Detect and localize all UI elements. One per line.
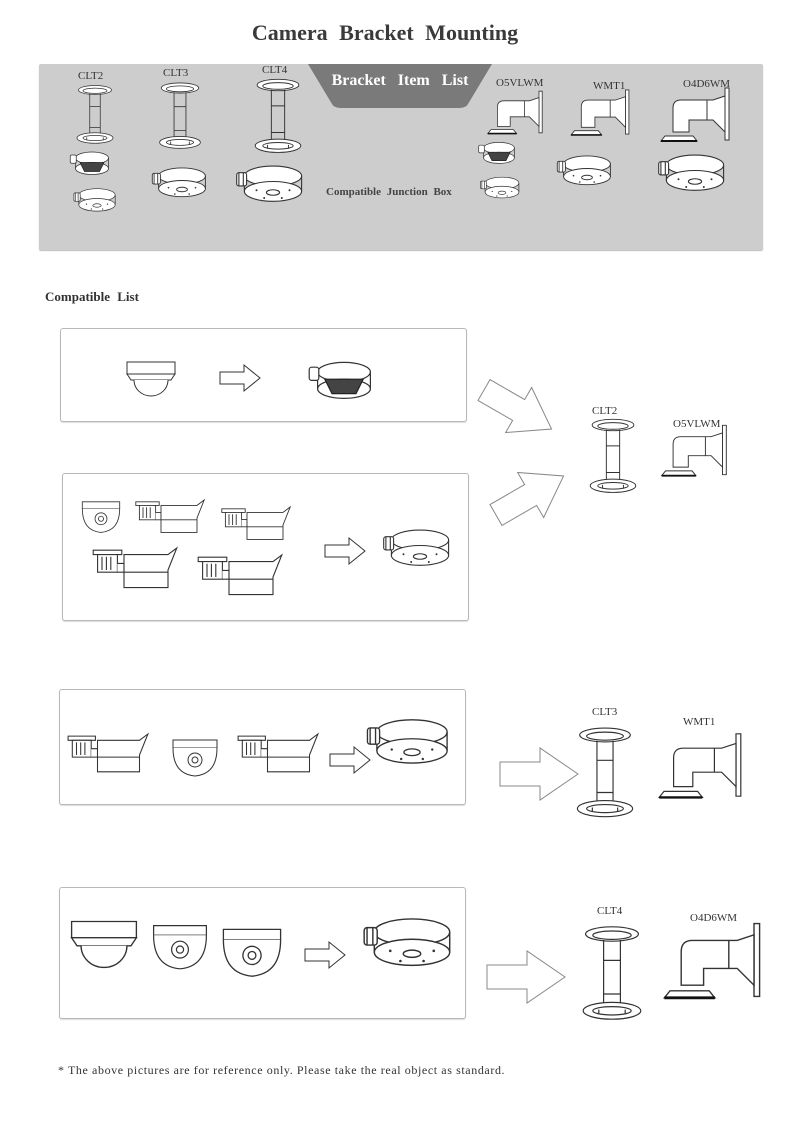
group-clt3-ceiling-label: CLT3 [592,706,618,718]
bracket-item-list-tab-label: Bracket Item List [331,72,469,89]
ceiling-bracket-label-clt4: CLT4 [262,64,288,76]
group-clt2-ceiling-label: CLT2 [592,405,618,417]
arrow-right-icon [329,746,371,774]
wall-bracket-o4d6wm-icon [660,87,730,142]
group-clt4-wall-label: O4D6WM [690,912,738,924]
arrow-right-icon [324,537,366,565]
group-clt2-wall-label: O5VLWM [673,418,721,430]
junction-box-icon [366,719,448,764]
wall-bracket-o5vlwm-icon [486,90,544,135]
ceiling-bracket-clt2-icon [589,418,637,493]
compatible-list-title: Compatible List [45,289,139,304]
junction-box-wmt1-icon [556,155,611,186]
ceiling-bracket-clt3-icon [159,82,201,149]
ceiling-bracket-clt4-icon [582,926,642,1020]
compatible-junction-box-label: Compatible Junction Box [326,186,452,198]
bracket-illustrations [69,78,730,212]
ptz-dome-camera-icon [222,928,282,977]
wall-bracket-label-o4d6wm: O4D6WM [683,78,731,90]
bracket-item-list-tab [308,64,492,108]
group-clt3-wall-label: WMT1 [683,716,716,728]
group-clt4-ceiling-label: CLT4 [597,905,623,917]
big-arrow-right-icon [499,747,579,801]
turret-camera-icon [81,501,121,533]
junction-box-o4d6wm-icon [658,154,725,191]
vandal-dome-camera-icon [70,920,138,969]
big-arrow-down-right-icon [470,366,566,453]
ceiling-bracket-label-clt3: CLT3 [163,67,189,79]
arrow-right-icon [304,941,346,969]
ceiling-bracket-label-clt2: CLT2 [78,70,104,82]
bullet-camera-icon [67,733,149,773]
ceiling-bracket-clt2-icon [76,85,114,144]
arrow-right-icon [219,364,261,392]
wall-bracket-o4d6wm-icon [663,922,761,1000]
junction-box-clt2-open-icon [69,151,109,175]
wall-bracket-label-o5vlwm: O5VLWM [496,77,544,89]
bullet-camera-sunshield-icon [197,554,283,596]
big-arrow-up-right-icon [482,452,578,539]
footnote: * The above pictures are for reference o… [58,1063,506,1077]
wall-bracket-label-wmt1: WMT1 [593,80,626,92]
ceiling-bracket-clt4-icon [254,78,302,153]
big-arrow-right-icon [486,950,566,1004]
page-title: Camera Bracket Mounting [251,20,519,45]
junction-box-o5vlwm-open-icon [478,142,515,164]
box-bullet-camera-icon [237,733,319,773]
wall-bracket-wmt1-icon [658,732,742,799]
junction-box-o5vlwm-icon [480,176,520,199]
wall-bracket-o5vlwm-icon [660,424,728,477]
junction-box-clt4-icon [236,165,303,202]
bullet-camera-icon [221,506,291,540]
junction-box-clt2-icon [73,188,116,212]
ceiling-bracket-clt3-icon [576,727,634,818]
wall-bracket-wmt1-icon [570,89,630,136]
turret-camera-icon [153,924,207,970]
turret-camera-icon [172,739,218,777]
compatible-illustrations [67,361,761,1020]
bullet-camera-large-icon [92,547,178,589]
junction-box-open-icon [308,361,371,399]
junction-box-icon [363,918,451,967]
junction-box-icon [383,529,450,566]
mini-bullet-camera-icon [135,499,205,533]
mini-dome-camera-icon [126,361,176,397]
junction-box-clt3-icon [151,167,206,198]
